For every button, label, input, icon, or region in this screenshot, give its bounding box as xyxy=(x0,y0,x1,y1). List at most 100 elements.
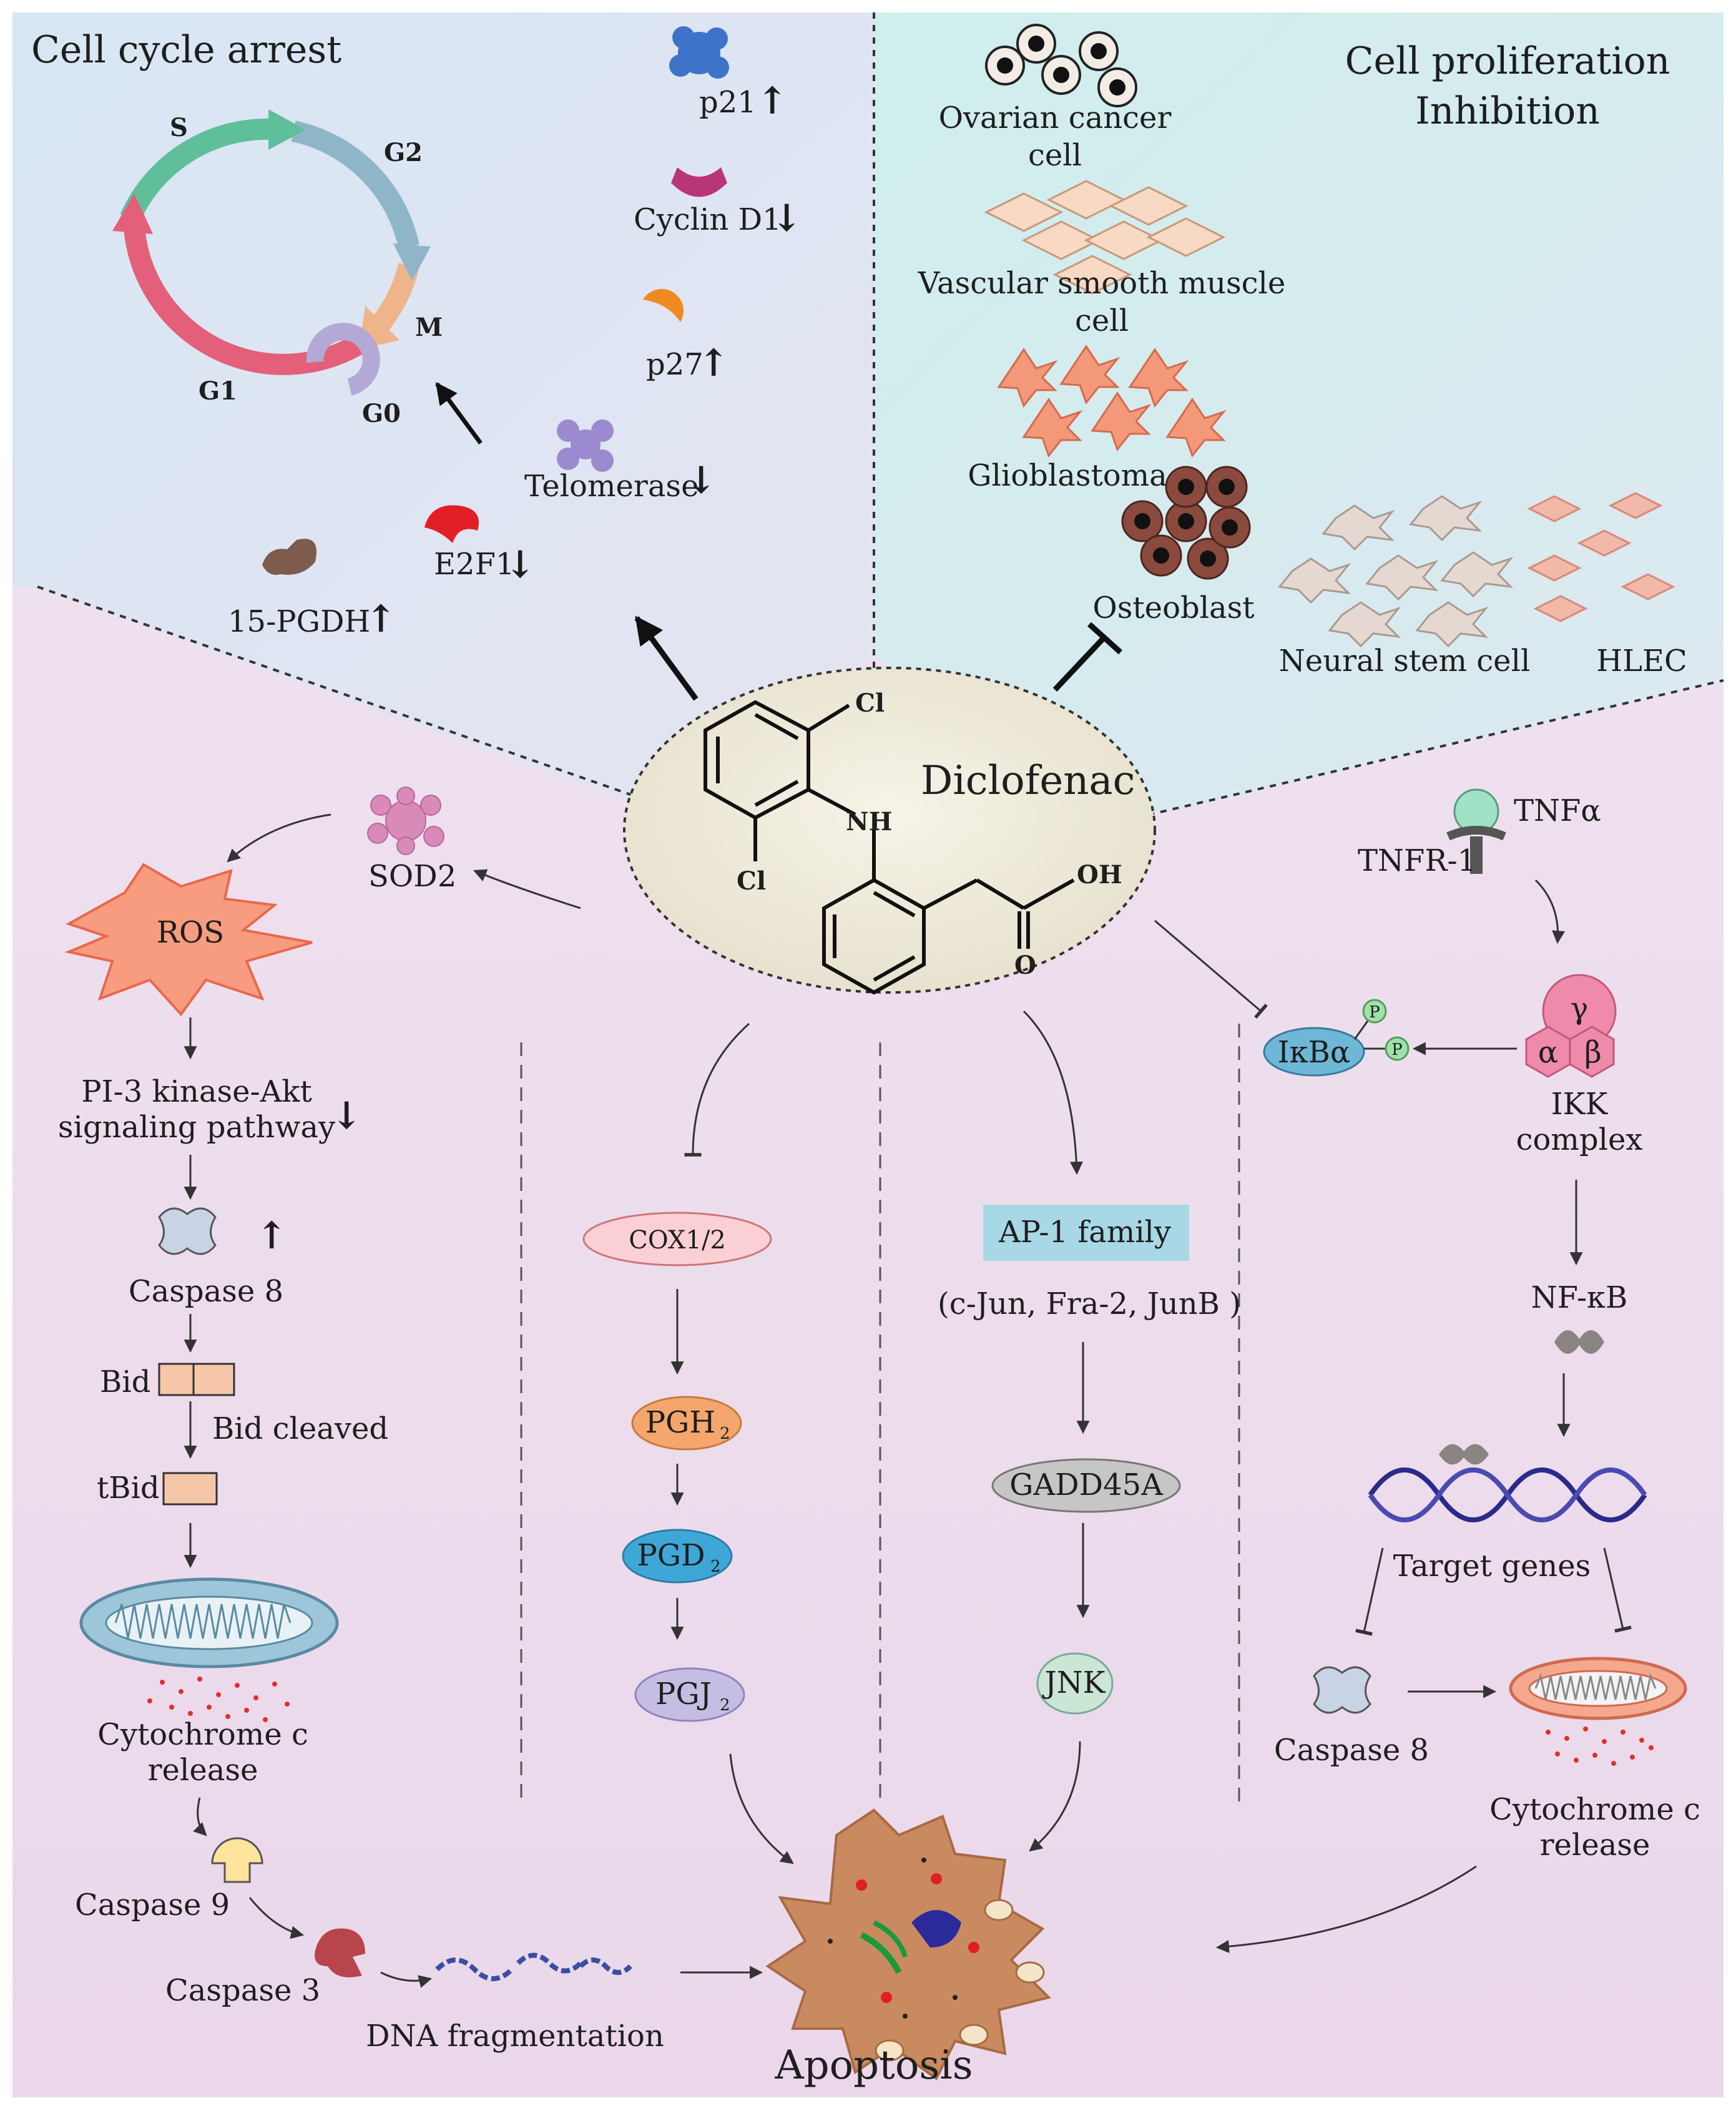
dna-fragmentation-label: DNA fragmentation xyxy=(366,2019,664,2054)
pgj-subscript: 2 xyxy=(720,1696,730,1715)
apoptotic-cell-icon xyxy=(765,1808,1051,2080)
pgj-label: PGJ xyxy=(655,1677,712,1712)
cytochrome-dots-left xyxy=(147,1677,290,1722)
alpha-label: α xyxy=(1538,1035,1558,1070)
cytc-to-apoptosis-arrow xyxy=(1215,1865,1477,1953)
jnk-node xyxy=(1036,1652,1114,1715)
neural-stem-cell-label: Neural stem cell xyxy=(1279,644,1531,678)
phase-s-label: S xyxy=(170,113,188,142)
vascular-smooth-muscle-cells-icon xyxy=(984,180,1226,295)
p21-icon xyxy=(669,26,729,79)
cyclin-d1-icon xyxy=(671,167,727,197)
neural-stem-cells-icon xyxy=(1278,495,1514,648)
ap1-label: AP-1 family xyxy=(998,1215,1171,1250)
ovarian-label-line1: Ovarian cancer xyxy=(939,100,1172,135)
15-pgdh-arrow: ↑ xyxy=(365,597,396,641)
pgh-label: PGH xyxy=(645,1405,716,1440)
ros-burst-icon xyxy=(64,863,313,1017)
glioblastoma-cells-icon xyxy=(997,345,1227,458)
vsmc-label-line1: Vascular smooth muscle xyxy=(918,266,1286,301)
atom-cl-bottom: Cl xyxy=(737,866,766,896)
ikba-icon xyxy=(1263,999,1410,1077)
telomerase-icon xyxy=(557,419,614,472)
cytc-right-line1: Cytochrome c xyxy=(1489,1792,1700,1827)
gamma-label: γ xyxy=(1571,991,1589,1026)
caspase9-label: Caspase 9 xyxy=(75,1888,230,1923)
caspase8-arrow: ↑ xyxy=(256,1214,287,1258)
cyclin-d1-label: Cyclin D1 xyxy=(634,202,782,237)
target-genes-label: Target genes xyxy=(1393,1549,1591,1584)
casp9-to-casp3-arrow xyxy=(248,1897,305,1939)
e2f1-arrow: ↓ xyxy=(504,543,536,587)
nfkb-icon xyxy=(1554,1330,1604,1354)
sod2-label: SOD2 xyxy=(368,859,456,894)
caspase8-right-icon xyxy=(1313,1666,1371,1714)
caspase3-icon xyxy=(315,1928,365,1977)
p27-arrow: ↑ xyxy=(698,341,729,385)
cox-node xyxy=(582,1212,772,1266)
arrowhead-g1 xyxy=(112,193,153,234)
cox-label: COX1/2 xyxy=(629,1226,726,1255)
jnk-label: JNK xyxy=(1041,1665,1106,1700)
p21-label: p21 xyxy=(699,85,757,120)
telomerase-arrow: ↓ xyxy=(685,459,717,502)
p27-icon xyxy=(643,288,684,322)
apoptosis-label: Apoptosis xyxy=(774,2042,973,2089)
caspase3-label: Caspase 3 xyxy=(165,1973,320,2008)
g0-loop xyxy=(306,323,380,396)
atom-cl-top: Cl xyxy=(855,688,885,718)
bid-cleaved-label: Bid cleaved xyxy=(212,1411,388,1446)
caspase8-right-label: Caspase 8 xyxy=(1274,1733,1429,1768)
p27-label: p27 xyxy=(646,347,704,382)
15-pgdh-label: 15-PGDH xyxy=(228,604,370,639)
pgh-subscript: 2 xyxy=(720,1424,730,1443)
caspase9-icon xyxy=(211,1837,263,1883)
drug-name: Diclofenac xyxy=(921,758,1135,804)
osteoblast-label: Osteoblast xyxy=(1092,590,1254,625)
diclofenac-inhibits-cox-arrow xyxy=(684,1022,750,1157)
phase-g0-label: G0 xyxy=(362,399,401,428)
ovarian-cancer-cells-icon xyxy=(985,24,1137,107)
tnfr-to-ikk-arrow xyxy=(1534,879,1566,944)
hlec-label: HLEC xyxy=(1596,644,1687,678)
column-dividers xyxy=(520,1024,1240,1804)
tnfr1-label: TNFR-1 xyxy=(1358,843,1476,878)
diclofenac-to-sod2-arrow xyxy=(473,869,581,909)
target-inhibits-casp8 xyxy=(1355,1547,1384,1636)
diclofenac-to-cell-cycle-arrow xyxy=(634,615,699,701)
panel-dividers xyxy=(37,12,1724,819)
ovarian-label-line2: cell xyxy=(1028,138,1082,173)
atom-o: O xyxy=(1014,951,1036,980)
bid-box-right xyxy=(192,1363,235,1396)
mitochondrion-left-icon xyxy=(79,1577,339,1668)
cytc-left-line2: release xyxy=(148,1753,258,1788)
e2f1-label: E2F1 xyxy=(434,547,514,582)
sod2-to-ros-arrow xyxy=(227,813,331,863)
phospho-label-2: P xyxy=(1391,1041,1403,1059)
jnk-to-apoptosis-arrow xyxy=(1029,1741,1081,1852)
atom-oh: OH xyxy=(1077,860,1122,889)
tbid-box xyxy=(162,1472,218,1506)
beta-label: β xyxy=(1584,1035,1602,1070)
proliferation-title-line2: Inhibition xyxy=(1415,89,1600,133)
pi3k-label-line2: signaling pathway xyxy=(58,1110,335,1145)
cyclin-d1-arrow: ↓ xyxy=(771,197,802,240)
gadd45a-label: GADD45A xyxy=(1009,1467,1164,1502)
cell-cycle-panel xyxy=(12,12,874,805)
pgj-to-apoptosis-arrow xyxy=(729,1753,794,1864)
ikba-label: IκBα xyxy=(1278,1035,1351,1070)
tnfr-receptor-icon xyxy=(1446,788,1506,874)
cytc-right-line2: release xyxy=(1540,1828,1650,1863)
ap1-members-label: (c-Jun, Fra-2, JunB ) xyxy=(938,1286,1241,1321)
ros-label: ROS xyxy=(157,915,224,950)
osteoblast-cells-icon xyxy=(1121,466,1251,580)
cytc-to-casp9-arrow xyxy=(193,1797,207,1836)
pgd-subscript: 2 xyxy=(710,1557,721,1576)
pgd-label: PGD xyxy=(637,1538,705,1573)
proliferation-title-line1: Cell proliferation xyxy=(1345,39,1670,83)
ikk-complex-icon xyxy=(1525,974,1617,1078)
diclofenac-inhibits-ikb-arrow xyxy=(1154,919,1268,1019)
diclofenac-oval xyxy=(623,667,1156,994)
